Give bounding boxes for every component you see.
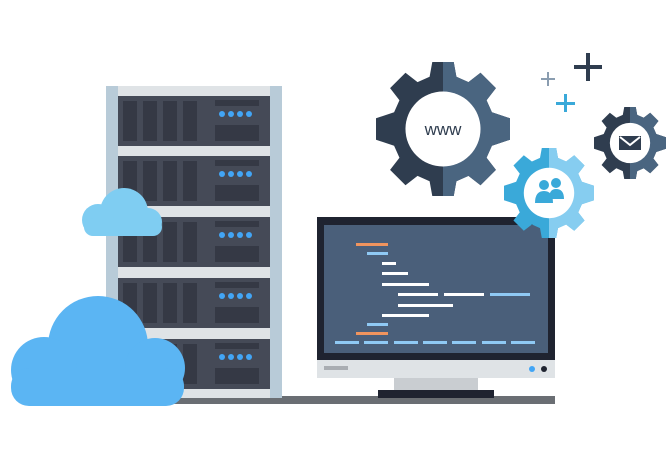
power-led-icon	[529, 366, 535, 372]
monitor	[317, 217, 555, 398]
large-cloud	[11, 296, 185, 406]
monitor-screen	[324, 225, 548, 353]
www-label: www	[424, 120, 463, 139]
monitor-neck	[394, 378, 478, 390]
server-unit	[118, 278, 270, 328]
plus-icon	[574, 53, 602, 81]
monitor-base	[378, 390, 494, 398]
power-button-icon	[541, 366, 547, 372]
www-gear-icon	[376, 62, 510, 196]
small-cloud	[82, 188, 162, 236]
envelope-icon	[619, 136, 641, 150]
plus-icon	[541, 72, 555, 86]
code-lines	[335, 243, 535, 344]
users-icon	[535, 178, 564, 203]
floor-line	[160, 396, 555, 404]
server-unit	[118, 96, 270, 146]
plus-icon	[556, 94, 575, 112]
server-unit	[118, 156, 270, 206]
